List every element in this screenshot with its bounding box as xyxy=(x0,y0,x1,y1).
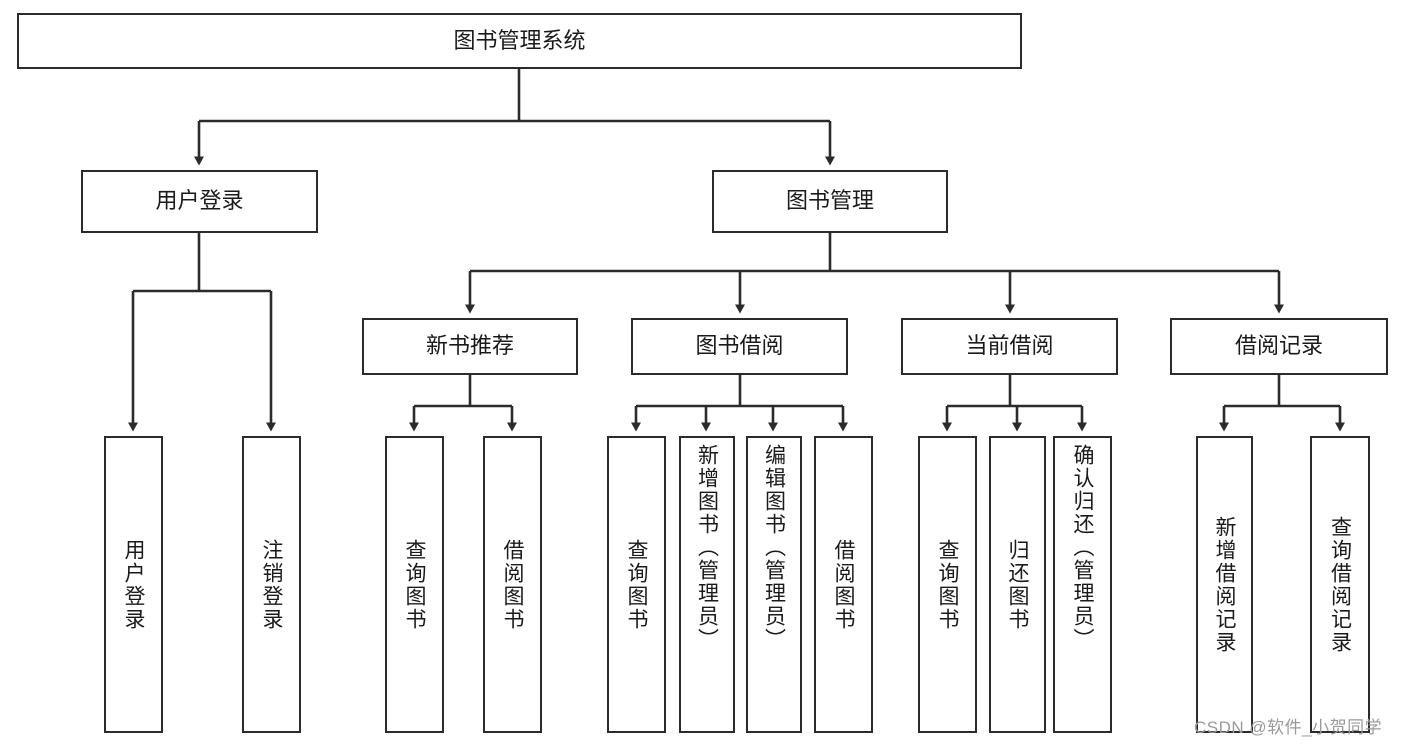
node-leaf-add-book-label: 新增图书（管理员） xyxy=(695,444,719,651)
node-leaf-query-book-1[interactable]: 查询图书 xyxy=(385,436,444,733)
node-leaf-add-record-label: 新增借阅记录 xyxy=(1213,515,1236,654)
node-leaf-borrow-book-2-label: 借阅图书 xyxy=(832,538,855,631)
node-leaf-borrow-book-1-label: 借阅图书 xyxy=(501,538,524,631)
node-book-management-label: 图书管理 xyxy=(785,188,874,214)
node-root[interactable]: 图书管理系统 xyxy=(17,13,1022,69)
node-leaf-return-book-label: 归还图书 xyxy=(1006,538,1029,631)
node-book-borrow-label: 图书借阅 xyxy=(695,333,784,359)
node-leaf-return-book[interactable]: 归还图书 xyxy=(989,436,1046,733)
node-leaf-borrow-book-1[interactable]: 借阅图书 xyxy=(483,436,542,733)
node-current-borrow-label: 当前借阅 xyxy=(965,333,1054,359)
node-leaf-query-book-3[interactable]: 查询图书 xyxy=(918,436,977,733)
node-new-book-recommend-label: 新书推荐 xyxy=(425,333,514,359)
node-leaf-borrow-book-2[interactable]: 借阅图书 xyxy=(814,436,873,733)
csdn-watermark: CSDN @软件_小贺同学 xyxy=(1194,718,1383,737)
node-leaf-add-record[interactable]: 新增借阅记录 xyxy=(1196,436,1253,733)
node-leaf-query-record[interactable]: 查询借阅记录 xyxy=(1310,436,1370,733)
node-leaf-confirm-return-label: 确认归还（管理员） xyxy=(1071,444,1094,651)
node-leaf-user-login-label: 用户登录 xyxy=(122,538,145,631)
node-leaf-user-login[interactable]: 用户登录 xyxy=(104,436,163,733)
node-leaf-query-book-2[interactable]: 查询图书 xyxy=(607,436,666,733)
node-borrow-record-label: 借阅记录 xyxy=(1234,333,1323,359)
node-user-login[interactable]: 用户登录 xyxy=(81,170,318,233)
node-borrow-record[interactable]: 借阅记录 xyxy=(1170,318,1388,375)
node-root-label: 图书管理系统 xyxy=(453,27,586,53)
node-leaf-query-record-label: 查询借阅记录 xyxy=(1328,515,1352,654)
node-leaf-query-book-2-label: 查询图书 xyxy=(625,538,648,631)
node-leaf-logout-login-label: 注销登录 xyxy=(260,538,283,631)
node-leaf-edit-book[interactable]: 编辑图书（管理员） xyxy=(746,436,802,733)
node-leaf-confirm-return[interactable]: 确认归还（管理员） xyxy=(1053,436,1112,733)
node-book-borrow[interactable]: 图书借阅 xyxy=(631,318,848,375)
node-leaf-query-book-1-label: 查询图书 xyxy=(403,538,426,631)
node-current-borrow[interactable]: 当前借阅 xyxy=(901,318,1118,375)
node-user-login-label: 用户登录 xyxy=(155,188,244,214)
node-leaf-logout-login[interactable]: 注销登录 xyxy=(242,436,301,733)
node-book-management[interactable]: 图书管理 xyxy=(712,170,948,233)
node-leaf-query-book-3-label: 查询图书 xyxy=(936,538,959,631)
node-leaf-edit-book-label: 编辑图书（管理员） xyxy=(762,444,786,651)
node-leaf-add-book[interactable]: 新增图书（管理员） xyxy=(679,436,735,733)
node-new-book-recommend[interactable]: 新书推荐 xyxy=(362,318,578,375)
